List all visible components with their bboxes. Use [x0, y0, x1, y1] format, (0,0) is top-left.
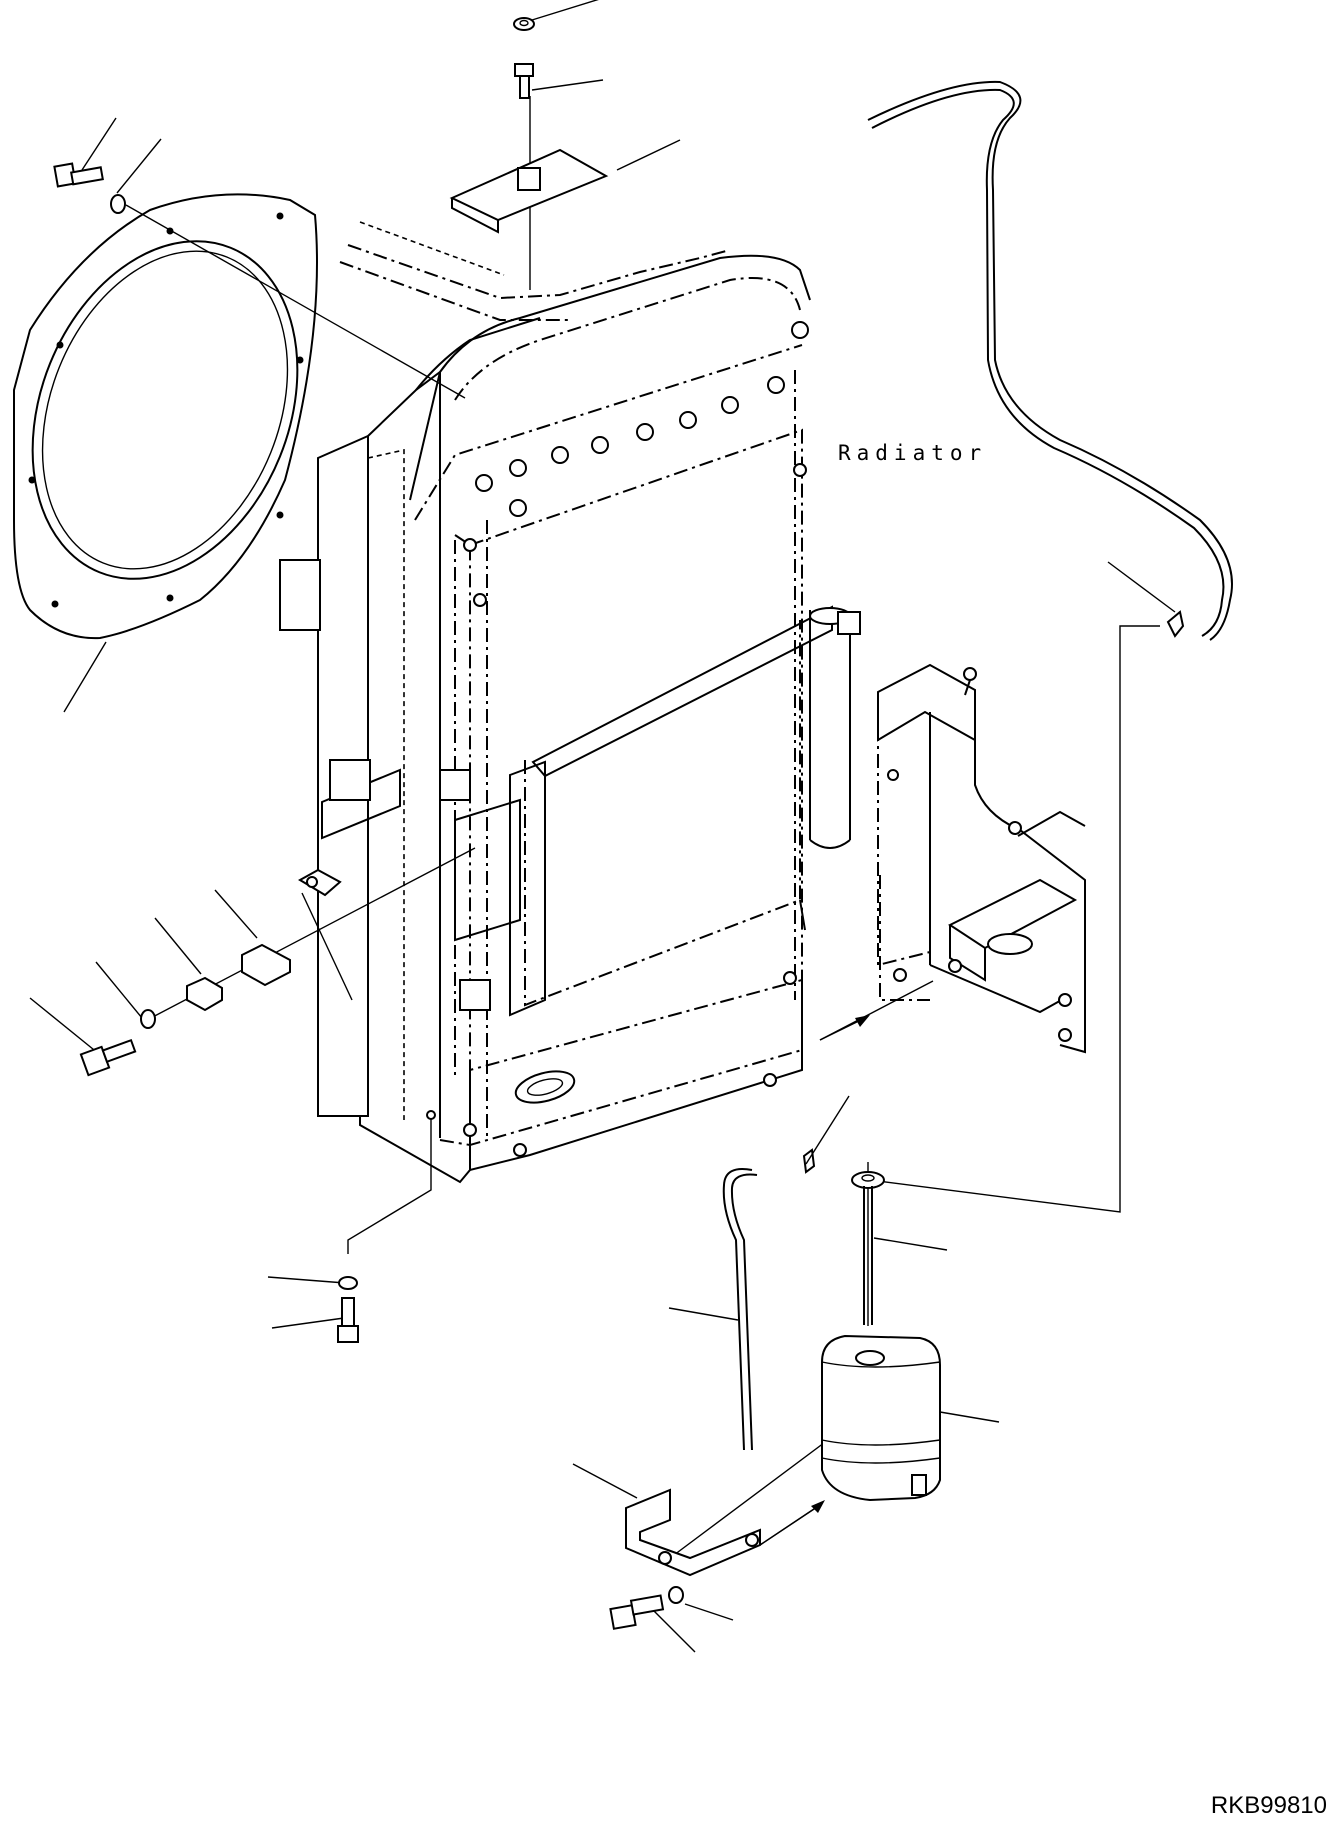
direction-arrows — [759, 1015, 870, 1546]
hose-clamps — [802, 610, 1185, 1174]
radiator-assembly — [279, 221, 861, 1184]
leader-lines — [29, 0, 1176, 1653]
lower-center-bolt — [337, 1276, 359, 1343]
radiator-label: Radiator — [838, 441, 988, 465]
bolt-washer-top-left — [53, 162, 126, 214]
right-side-bracket — [877, 663, 1086, 1054]
top-fasteners — [449, 17, 609, 234]
lower-left-mounts — [79, 868, 342, 1077]
installation-lines — [125, 96, 1160, 1556]
overflow-hose — [867, 80, 1233, 641]
reserve-tank-assembly — [609, 1168, 941, 1630]
figure-code-label: RKB99810 — [1210, 1792, 1327, 1819]
fan-shroud-ring — [13, 193, 318, 640]
